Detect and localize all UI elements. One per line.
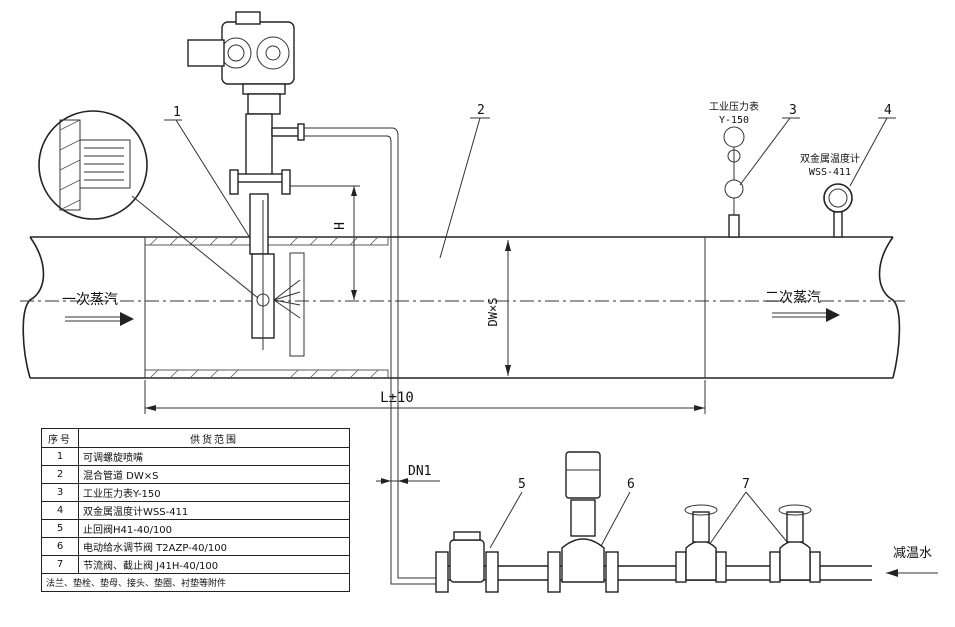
water-line — [304, 127, 448, 585]
height-dimension: H — [333, 222, 348, 230]
header-scope: 供货范围 — [78, 428, 350, 448]
outlet-steam-label: 二次蒸汽 — [765, 290, 821, 306]
row-item: 混合管道 DW×S — [78, 465, 350, 484]
row-item: 电动给水调节阀 T2AZP-40/100 — [78, 537, 350, 556]
diameter-dimension: DW×S — [486, 298, 500, 327]
callout-1: 1 — [173, 105, 181, 120]
row-item: 可调螺旋喷嘴 — [78, 447, 350, 466]
callout-2: 2 — [477, 103, 485, 118]
table-footer: 法兰、垫栓、垫母、接头、垫圈、衬垫等附件 — [41, 573, 350, 592]
callout-6: 6 — [627, 477, 635, 492]
water-label: 减温水 — [893, 546, 932, 561]
table-header: 序号 供货范围 — [41, 428, 350, 448]
row-no: 2 — [41, 465, 79, 484]
outlet-arrow — [772, 308, 840, 322]
gauge-label: 工业压力表 — [709, 100, 759, 113]
spray-nozzle-assembly — [187, 11, 305, 350]
mixing-pipe — [20, 236, 905, 379]
thermometer — [823, 183, 853, 238]
leader-lines — [164, 117, 896, 549]
row-item: 工业压力表Y-150 — [78, 483, 350, 502]
row-no: 6 — [41, 537, 79, 556]
thermo-label: 双金属温度计 — [800, 152, 860, 165]
inlet-steam-label: 一次蒸汽 — [62, 292, 118, 308]
callout-3: 3 — [789, 103, 797, 118]
callout-7: 7 — [742, 477, 750, 492]
row-no: 1 — [41, 447, 79, 466]
valve-train — [435, 451, 938, 593]
thermo-model: WSS-411 — [809, 167, 851, 178]
row-item: 节流阀、截止阀 J41H-40/100 — [78, 555, 350, 574]
inlet-arrow — [65, 312, 134, 326]
dimension-lines — [144, 185, 706, 484]
row-no: 4 — [41, 501, 79, 520]
pressure-gauge — [723, 126, 745, 238]
dn1-label: DN1 — [408, 464, 431, 479]
row-item: 双金属温度计WSS-411 — [78, 501, 350, 520]
gauge-model: Y-150 — [719, 115, 749, 126]
row-no: 5 — [41, 519, 79, 538]
callout-5: 5 — [518, 477, 526, 492]
footer-text: 法兰、垫栓、垫母、接头、垫圈、衬垫等附件 — [41, 573, 350, 592]
nozzle-detail — [38, 110, 259, 299]
header-no: 序号 — [41, 428, 79, 448]
row-no: 3 — [41, 483, 79, 502]
callout-4: 4 — [884, 103, 892, 118]
length-dimension: L±10 — [380, 390, 414, 406]
row-item: 止回阀H41-40/100 — [78, 519, 350, 538]
row-no: 7 — [41, 555, 79, 574]
